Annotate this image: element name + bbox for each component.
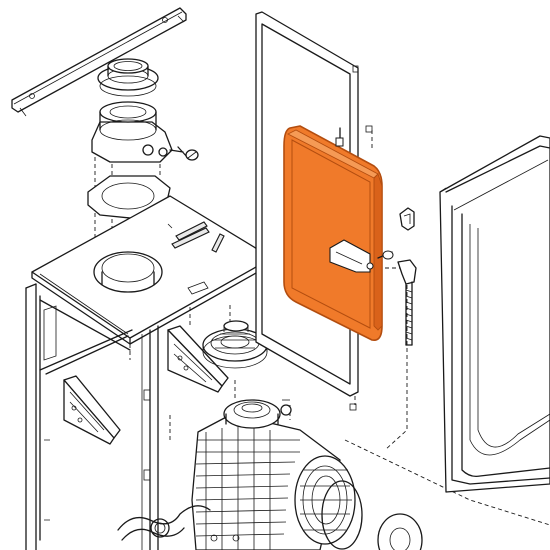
- heat-exchanger: [191, 399, 363, 550]
- bracket-right: [167, 325, 229, 393]
- bracket-left: [63, 375, 121, 445]
- mounting-rail: [11, 7, 187, 117]
- front-cover: [439, 135, 550, 493]
- lower-gasket: [117, 505, 211, 541]
- vessel-body: [283, 125, 383, 342]
- flue-adaptor: [91, 101, 199, 163]
- expansion-vessel: [283, 125, 394, 342]
- flue-collar: [97, 58, 159, 97]
- vessel-hose: [397, 259, 417, 346]
- lower-disc: [377, 513, 423, 550]
- side-frame: [25, 283, 159, 550]
- top-panel: [31, 195, 273, 345]
- burner: [202, 320, 268, 369]
- clip: [399, 207, 415, 231]
